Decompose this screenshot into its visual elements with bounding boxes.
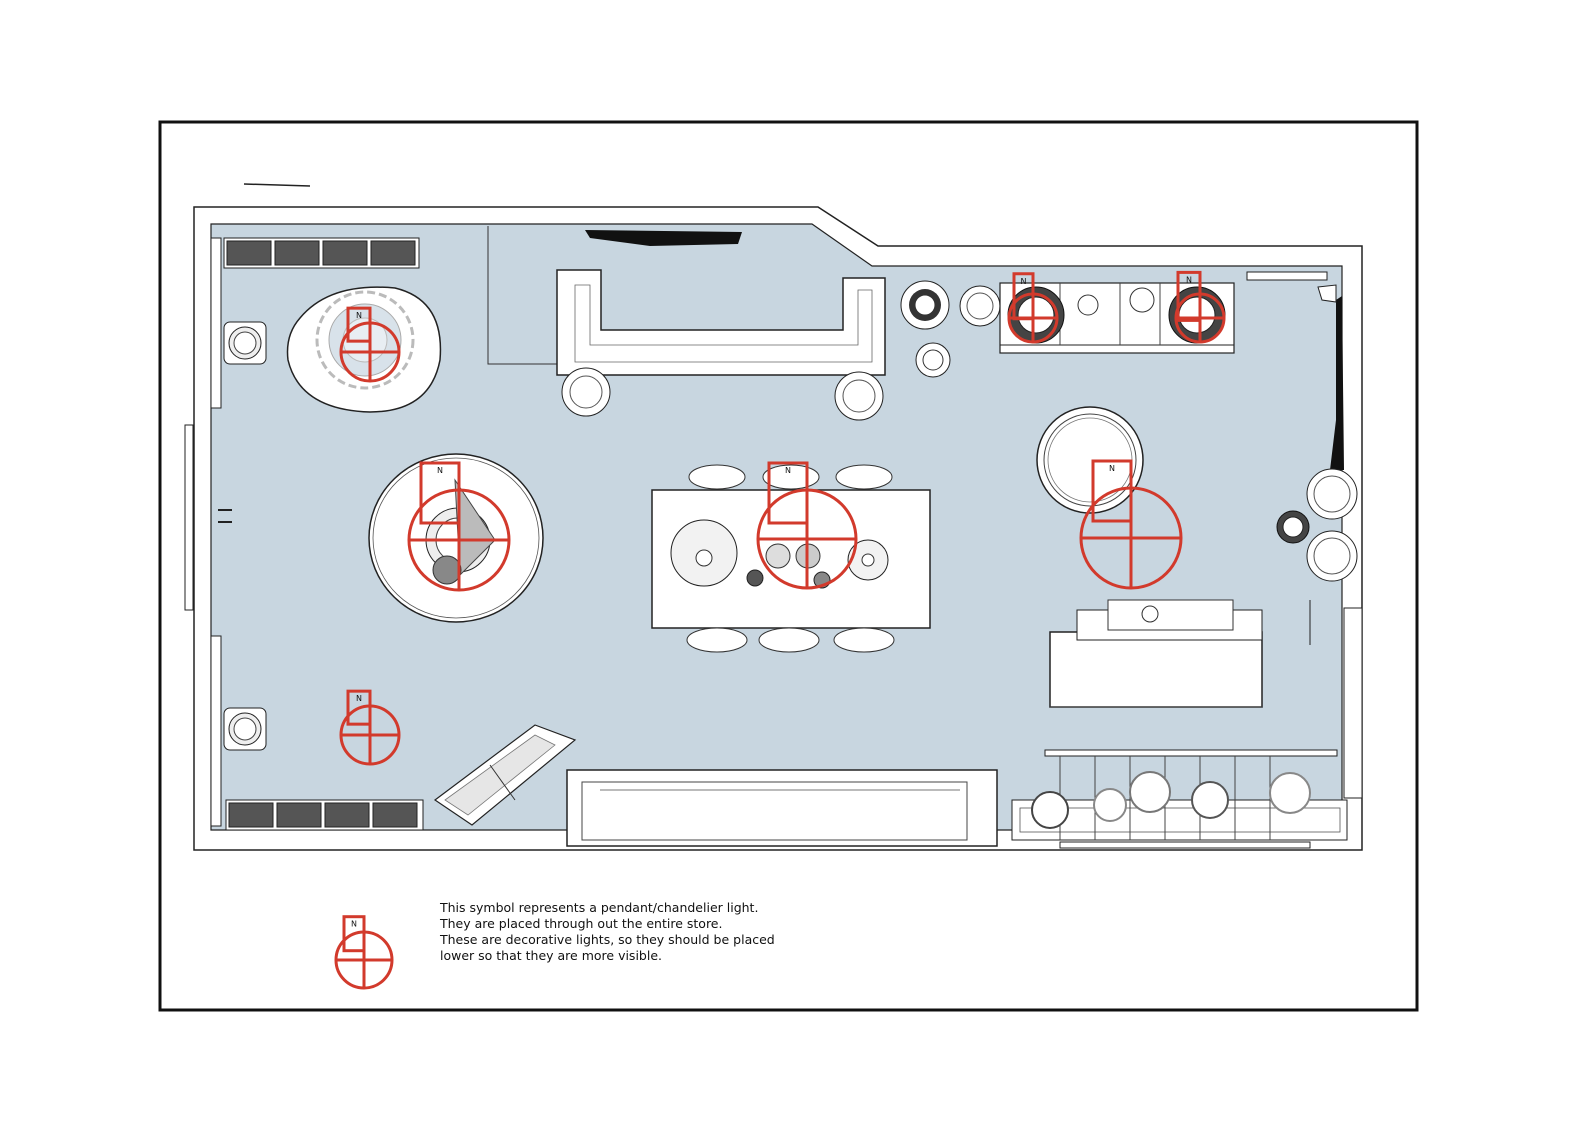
pendant-light-icon: N (339, 306, 401, 383)
light-symbol-label: N (785, 466, 791, 475)
light-symbol-label: N (1021, 277, 1027, 286)
pendant-light-icon: N (339, 689, 401, 766)
legend-text: This symbol represents a pendant/chandel… (440, 900, 775, 964)
left-wall-panel-top (210, 237, 222, 409)
pendant-light-icon: N (334, 915, 394, 990)
pendant-light-icon: N (1007, 272, 1059, 344)
wall-lamp (223, 707, 267, 751)
light-symbol-label: N (356, 694, 362, 703)
legend-line: These are decorative lights, so they sho… (440, 932, 775, 947)
pendant-light-icon: N (407, 461, 511, 592)
scale-line (243, 183, 311, 187)
left-wall-panel-bottom (210, 635, 222, 827)
legend-line: They are placed through out the entire s… (440, 916, 723, 931)
stool-group-right-wall (1276, 284, 1358, 582)
wall-feature (585, 230, 742, 246)
light-symbol-label: N (437, 466, 443, 475)
partition-line (487, 226, 560, 365)
vent-grilles-bottom (225, 799, 424, 831)
pendant-light-icon: N (1079, 459, 1183, 590)
stool-group-top-right (900, 280, 1001, 378)
round-display-table (368, 453, 544, 623)
vent-grilles-top (223, 237, 420, 269)
pendant-lights-layer: N N N N N N N (339, 270, 1226, 766)
wall-lamp (223, 321, 267, 365)
light-symbol-label: N (356, 311, 362, 320)
legend-line: This symbol represents a pendant/chandel… (440, 900, 759, 915)
dining-table (651, 464, 931, 653)
light-symbol-label: N (1109, 464, 1115, 473)
pendant-light-icon: N (1174, 270, 1226, 344)
light-symbol-label: N (1186, 275, 1192, 284)
legend-line: lower so that they are more visible. (440, 948, 662, 963)
entrance-window (184, 424, 194, 611)
display-shelf-bottom (1011, 749, 1348, 849)
legend-pendant-symbol: N (334, 915, 394, 990)
round-table-right (1036, 406, 1144, 514)
right-wall-cabinet (1343, 607, 1363, 799)
wall-feature-right (1330, 296, 1344, 470)
sofa-top (556, 269, 886, 421)
diagonal-rack (433, 724, 577, 826)
bench-bottom (566, 769, 998, 847)
light-symbol-label: N (351, 920, 357, 929)
sofa-right (1049, 599, 1263, 708)
pendant-light-icon: N (756, 461, 858, 590)
